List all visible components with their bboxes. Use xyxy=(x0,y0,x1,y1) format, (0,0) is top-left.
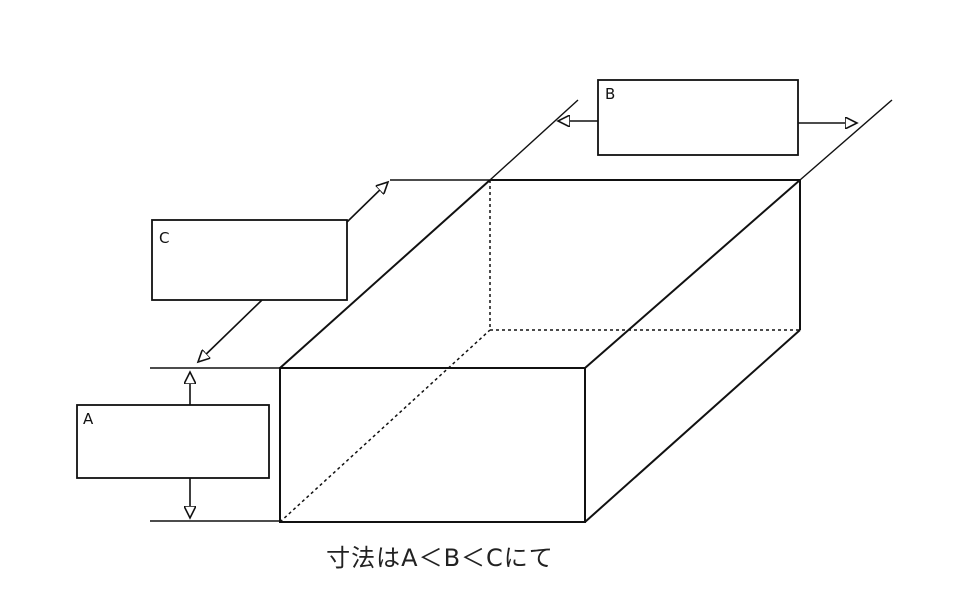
box-bottom-right-edge xyxy=(584,329,801,523)
hidden-edges xyxy=(279,180,800,523)
dimension-b-label: B xyxy=(605,85,615,103)
dimension-c-box xyxy=(151,219,348,301)
dimension-a-label: A xyxy=(83,410,94,428)
dimension-a: A xyxy=(76,372,270,518)
hidden-left-bottom-edge xyxy=(279,329,491,523)
dimension-b-box xyxy=(597,79,799,156)
box-top-left-edge xyxy=(279,179,491,369)
box-front-face xyxy=(279,367,586,523)
extension-line-left-diagonal xyxy=(489,99,579,181)
dimension-c-arrow-top xyxy=(346,182,388,223)
dimension-a-box xyxy=(76,404,270,479)
extension-line-right-diagonal xyxy=(799,99,893,181)
dimension-b: B xyxy=(558,79,857,156)
extension-lines xyxy=(150,99,893,522)
dimension-c-label: C xyxy=(159,229,169,247)
dimension-c: C xyxy=(151,182,388,362)
diagram-caption: 寸法はA＜B＜Cにて xyxy=(326,544,554,572)
dimension-c-arrow-bottom xyxy=(198,299,263,362)
box-top-right-edge xyxy=(584,179,801,369)
box-outline xyxy=(279,179,801,523)
